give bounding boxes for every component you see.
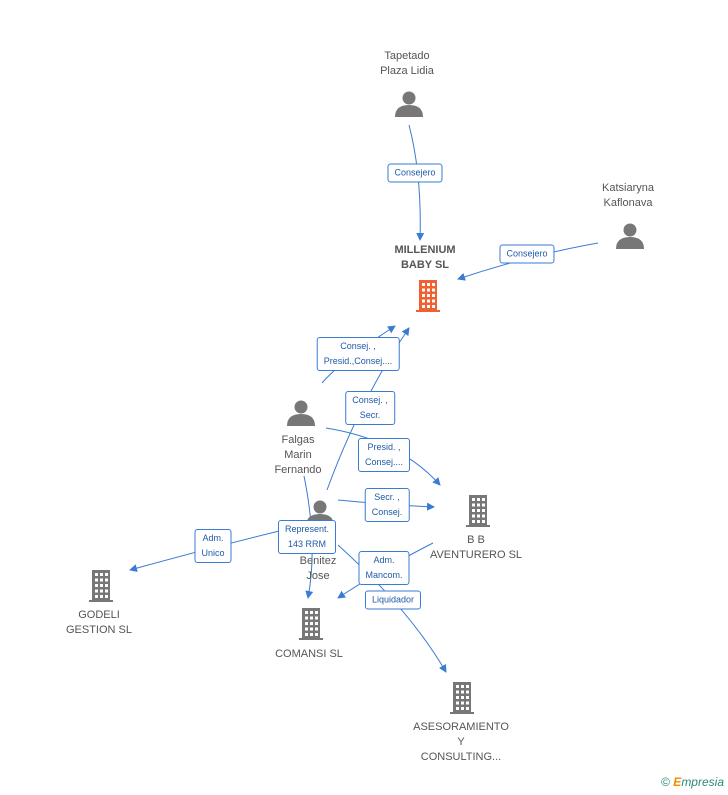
copyright-symbol: © bbox=[661, 775, 670, 789]
company-icon-bb[interactable] bbox=[466, 495, 490, 527]
edge-label-benitez-bb[interactable]: Secr. , Consej. bbox=[364, 488, 410, 522]
edge-label-benitez-millenium[interactable]: Consej. , Secr. bbox=[345, 391, 395, 425]
company-icon-godeli[interactable] bbox=[89, 570, 113, 602]
edge-label-benitez-godeli[interactable]: Adm. Unico bbox=[194, 529, 232, 563]
node-label-bb[interactable]: B B AVENTURERO SL bbox=[429, 534, 523, 561]
footer-brand[interactable]: © Empresia bbox=[661, 775, 724, 789]
node-label-comansi[interactable]: COMANSI SL bbox=[275, 648, 343, 660]
node-label-asesoramiento[interactable]: ASESORAMIENTO Y CONSULTING... bbox=[413, 721, 509, 763]
edge-label-katsiaryna-millenium[interactable]: Consejero bbox=[499, 244, 555, 264]
node-label-tapetado[interactable]: Tapetado Plaza Lidia bbox=[380, 50, 434, 77]
edge-label-bb-comansi[interactable]: Adm. Mancom. bbox=[358, 551, 410, 585]
edge-label-tapetado-millenium[interactable]: Consejero bbox=[387, 163, 443, 183]
node-label-millenium[interactable]: MILLENIUM BABY SL bbox=[394, 244, 456, 271]
node-label-falgas[interactable]: Falgas Marin Fernando bbox=[274, 434, 322, 476]
company-icon-asesoramiento[interactable] bbox=[450, 682, 474, 714]
edge-label-falgas-comansi[interactable]: Represent. 143 RRM bbox=[277, 520, 337, 554]
edge-label-falgas-bb[interactable]: Presid. , Consej.... bbox=[357, 438, 411, 472]
person-icon-tapetado[interactable] bbox=[395, 91, 423, 118]
edge-label-falgas-millenium[interactable]: Consej. , Presid.,Consej.... bbox=[316, 337, 400, 371]
node-label-benitez[interactable]: Benitez Jose bbox=[299, 555, 337, 582]
brand-rest: mpresia bbox=[681, 775, 724, 789]
main-company-icon-millenium[interactable] bbox=[416, 280, 440, 312]
brand-initial: E bbox=[673, 775, 682, 789]
person-icon-katsiaryna[interactable] bbox=[616, 223, 644, 250]
node-label-godeli[interactable]: GODELI GESTION SL bbox=[65, 609, 133, 636]
edge-label-benitez-asesoramiento[interactable]: Liquidador bbox=[364, 590, 422, 610]
company-icon-comansi[interactable] bbox=[299, 608, 323, 640]
person-icon-falgas[interactable] bbox=[287, 400, 315, 427]
edge-tapetado-to-millenium bbox=[408, 124, 425, 241]
node-label-katsiaryna[interactable]: Katsiaryna Kaflonava bbox=[602, 182, 654, 209]
